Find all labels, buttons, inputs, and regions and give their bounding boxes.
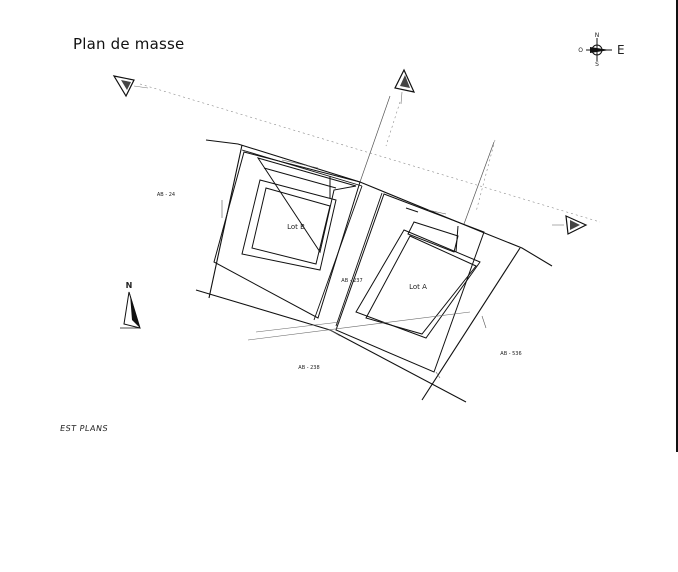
road-edges [195,139,553,403]
dimension-ticks [221,159,487,379]
compass-east-label: E [617,43,625,57]
view-cone-icon [112,75,149,98]
parcel-ref-ab-238: AB - 238 [298,365,319,371]
compass-north-label: N [595,32,600,39]
north-arrow-label: N [126,281,133,290]
parcel-ref-ab-237: AB - 237 [341,278,362,284]
parcel-ab-237-strip [241,149,383,327]
view-cone-icon [394,68,416,105]
parcel-ref-ab-24: AB - 24 [157,192,175,198]
lot-b-boundary [213,151,361,319]
lot-a-label: Lot A [409,283,427,291]
compass-rose-icon: N S O E [578,32,624,68]
view-cone-icon [552,215,588,235]
parcel-ref-ab-536: AB - 536 [500,351,521,357]
dimension-lines [359,95,495,225]
north-arrow-icon: N [120,281,141,329]
sheet-border-right [676,0,678,452]
lot-b-label: Lot B [287,223,305,231]
plan-title: Plan de masse [73,35,185,53]
studio-signature: EST PLANS [59,424,109,433]
compass-west-label: O [578,47,583,54]
lot-a-boundary [335,193,485,373]
zone-lines [247,311,471,341]
compass-south-label: S [595,61,599,68]
